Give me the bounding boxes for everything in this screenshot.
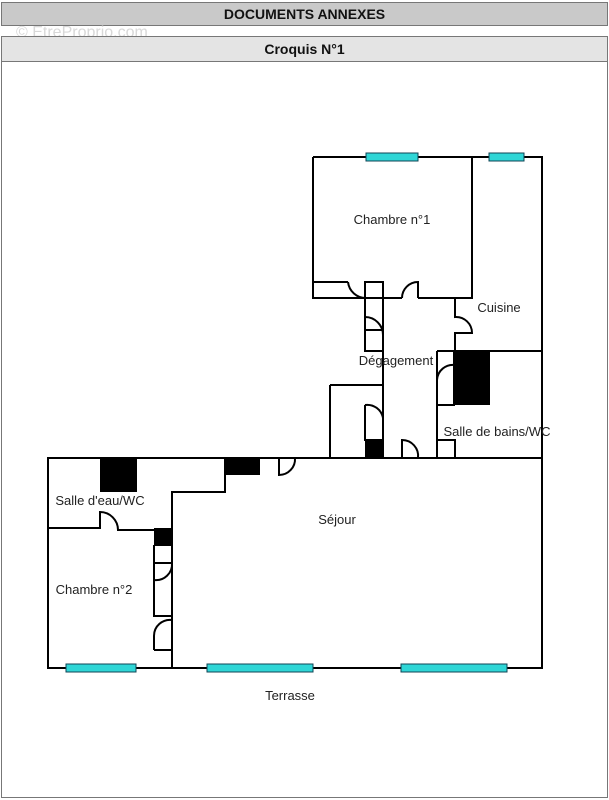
fixture-block — [154, 528, 172, 545]
section-header: DOCUMENTS ANNEXES — [1, 2, 608, 26]
window — [365, 152, 419, 162]
room-label-degagement: Dégagement — [359, 353, 434, 368]
room-label-chambre-1: Chambre n°1 — [354, 212, 431, 227]
room-label-sejour: Séjour — [318, 512, 356, 527]
fixture-block — [225, 458, 260, 475]
fixture-block — [365, 440, 383, 458]
fixtures — [100, 351, 490, 545]
room-label-chambre-2: Chambre n°2 — [56, 582, 133, 597]
plan-frame — [1, 61, 608, 798]
fixture-block — [100, 458, 137, 492]
window — [206, 663, 314, 673]
room-label-cuisine: Cuisine — [477, 300, 520, 315]
room-label-salle-eau: Salle d'eau/WC — [55, 493, 144, 508]
window — [65, 663, 137, 673]
window — [400, 663, 508, 673]
room-label-salle-de-bains: Salle de bains/WC — [444, 424, 551, 439]
fixture-block — [453, 351, 490, 405]
section-title: DOCUMENTS ANNEXES — [223, 6, 386, 22]
windows — [65, 152, 525, 673]
window — [488, 152, 525, 162]
subsection-title: Croquis N°1 — [264, 41, 345, 57]
room-label-terrasse: Terrasse — [265, 688, 315, 703]
subsection-header: Croquis N°1 — [1, 36, 608, 62]
